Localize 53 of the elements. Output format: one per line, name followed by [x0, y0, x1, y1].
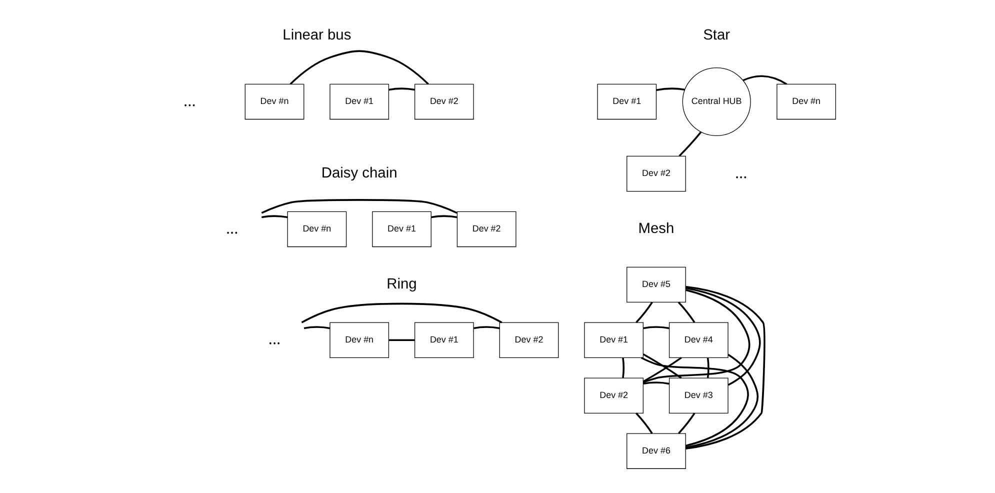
- connector: [260, 199, 457, 214]
- node-box: Dev #2: [498, 322, 558, 358]
- node-box: Dev #1: [584, 322, 644, 358]
- connector: [388, 88, 414, 91]
- connector: [684, 286, 765, 450]
- node-box: Dev #n: [244, 84, 304, 120]
- label: ...: [734, 162, 747, 182]
- node-box: Dev #1: [329, 84, 389, 120]
- node-box: Dev #n: [286, 211, 346, 248]
- label: ...: [183, 90, 196, 110]
- node-box: Dev #2: [626, 156, 686, 192]
- node-box: Dev #2: [456, 211, 516, 248]
- node-box: Dev #1: [414, 322, 474, 358]
- node-box: Dev #3: [668, 378, 728, 414]
- label: Linear bus: [282, 27, 351, 44]
- connector: [678, 132, 702, 157]
- label: Mesh: [638, 220, 674, 237]
- node-box: Dev #2: [414, 84, 474, 120]
- node-text: ...: [268, 329, 280, 348]
- connector: [622, 358, 624, 378]
- node-box: Dev #6: [626, 433, 686, 469]
- connector: [635, 302, 652, 324]
- connector: [678, 412, 695, 434]
- node-box: Dev #n: [329, 322, 389, 358]
- connector: [473, 326, 500, 330]
- connector: [388, 339, 414, 342]
- connector: [642, 326, 669, 330]
- connector: [656, 88, 684, 91]
- node-box: Dev #2: [584, 378, 644, 414]
- connector: [634, 412, 652, 434]
- connector: [742, 75, 787, 85]
- connector: [640, 356, 748, 447]
- connector: [289, 50, 428, 85]
- node-box: Dev #1: [372, 211, 431, 248]
- connector: [430, 215, 457, 218]
- connector: [706, 358, 709, 378]
- label: Ring: [386, 276, 416, 292]
- connector: [684, 354, 758, 448]
- node-circle: Central HUB: [682, 67, 750, 136]
- connector: [303, 326, 330, 330]
- connector: [300, 302, 502, 324]
- node-text: ...: [225, 218, 238, 238]
- connector: [642, 382, 669, 385]
- node-box: Dev #5: [626, 266, 686, 303]
- node-box: Dev #n: [776, 84, 836, 120]
- label: Daisy chain: [320, 165, 397, 182]
- label: Star: [702, 27, 730, 44]
- connector: [260, 215, 288, 218]
- connector: [684, 287, 760, 386]
- node-box: Dev #1: [596, 84, 656, 120]
- node-box: Dev #4: [668, 322, 728, 358]
- connector: [677, 302, 695, 323]
- connector: [642, 289, 750, 384]
